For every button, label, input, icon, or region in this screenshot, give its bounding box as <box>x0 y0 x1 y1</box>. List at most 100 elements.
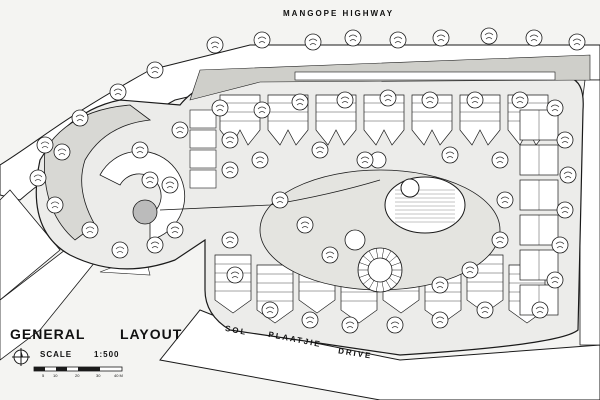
tree <box>480 27 498 45</box>
pond <box>384 176 466 234</box>
tree <box>386 316 404 334</box>
tree <box>296 216 314 234</box>
tree-texture <box>50 201 60 209</box>
tree-texture <box>550 104 560 112</box>
scale-bar <box>33 366 123 372</box>
tree-texture <box>300 221 310 229</box>
north-arrow-icon <box>12 348 30 366</box>
tree-texture <box>295 98 305 106</box>
tree-texture <box>465 266 475 274</box>
tree-texture <box>560 136 570 144</box>
tree-texture <box>435 316 445 324</box>
tree <box>341 316 359 334</box>
tree-texture <box>230 271 240 279</box>
tree <box>432 29 450 47</box>
amphitheatre-spoke <box>389 255 398 263</box>
scale-tick: 5 <box>42 373 45 378</box>
tree <box>321 246 339 264</box>
tree <box>556 131 574 149</box>
tree-texture <box>535 306 545 314</box>
tree <box>221 231 239 249</box>
tree <box>206 36 224 54</box>
tree-texture <box>215 104 225 112</box>
tree <box>431 276 449 294</box>
left-road <box>0 189 61 301</box>
tree <box>466 91 484 109</box>
tree-texture <box>257 106 267 114</box>
housing-unit <box>411 94 453 146</box>
tree <box>29 169 47 187</box>
tree <box>221 161 239 179</box>
tree <box>161 176 179 194</box>
trees <box>29 27 586 334</box>
tree <box>111 241 129 259</box>
left-wing-buildings <box>44 104 152 241</box>
tree-texture <box>360 156 370 164</box>
bottom-left-road <box>0 249 96 361</box>
right-housing-units <box>189 109 559 316</box>
pond-hatching <box>395 189 455 223</box>
amphitheatre-spoke <box>389 277 398 285</box>
tree <box>421 91 439 109</box>
tree-texture <box>305 316 315 324</box>
tree <box>336 91 354 109</box>
tree-texture <box>33 174 43 182</box>
tree-texture <box>225 236 235 244</box>
tree <box>525 29 543 47</box>
tree <box>251 151 269 169</box>
tree-texture <box>529 34 539 42</box>
tree <box>311 141 329 159</box>
amphitheatre-spoke <box>385 250 392 260</box>
tree-texture <box>170 226 180 234</box>
tree-texture <box>500 196 510 204</box>
tree <box>551 236 569 254</box>
tree-texture <box>175 126 185 134</box>
tree-texture <box>572 38 582 46</box>
tree-texture <box>495 156 505 164</box>
housing-unit <box>363 94 405 146</box>
tree-texture <box>445 151 455 159</box>
tree-texture <box>315 146 325 154</box>
tree <box>441 146 459 164</box>
tree-texture <box>560 206 570 214</box>
tree-texture <box>135 146 145 154</box>
parking-strip <box>294 71 556 81</box>
tree-texture <box>470 96 480 104</box>
tree <box>36 136 54 154</box>
tree <box>431 311 449 329</box>
housing-unit <box>189 109 217 129</box>
housing-unit <box>189 129 217 149</box>
tree-texture <box>275 196 285 204</box>
amphitheatre-spoke <box>381 281 385 292</box>
tree-texture <box>436 34 446 42</box>
tree <box>301 311 319 329</box>
tree-texture <box>57 148 67 156</box>
tree-texture <box>145 176 155 184</box>
tree-texture <box>563 171 573 179</box>
tree-texture <box>115 246 125 254</box>
tree-texture <box>265 306 275 314</box>
tree-texture <box>113 88 123 96</box>
tree-texture <box>308 38 318 46</box>
tree-texture <box>210 41 220 49</box>
tree <box>211 99 229 117</box>
tree-texture <box>348 34 358 42</box>
amphitheatre-spoke <box>362 255 371 263</box>
tree <box>221 131 239 149</box>
tree <box>491 151 509 169</box>
tree <box>491 231 509 249</box>
amphitheatre-core <box>367 257 393 283</box>
tree <box>559 166 577 184</box>
tree-texture <box>425 96 435 104</box>
tree <box>226 266 244 284</box>
tree-texture <box>480 306 490 314</box>
amphitheatre-spoke <box>359 273 369 278</box>
tree <box>71 109 89 127</box>
tree-texture <box>340 96 350 104</box>
scale-tick: 20 <box>75 373 80 378</box>
plaza-circle <box>344 229 366 251</box>
tree-texture <box>484 32 494 40</box>
left-plaza-core <box>132 199 158 225</box>
tree-texture <box>383 94 393 102</box>
scale-ratio: 1:500 <box>94 350 120 359</box>
